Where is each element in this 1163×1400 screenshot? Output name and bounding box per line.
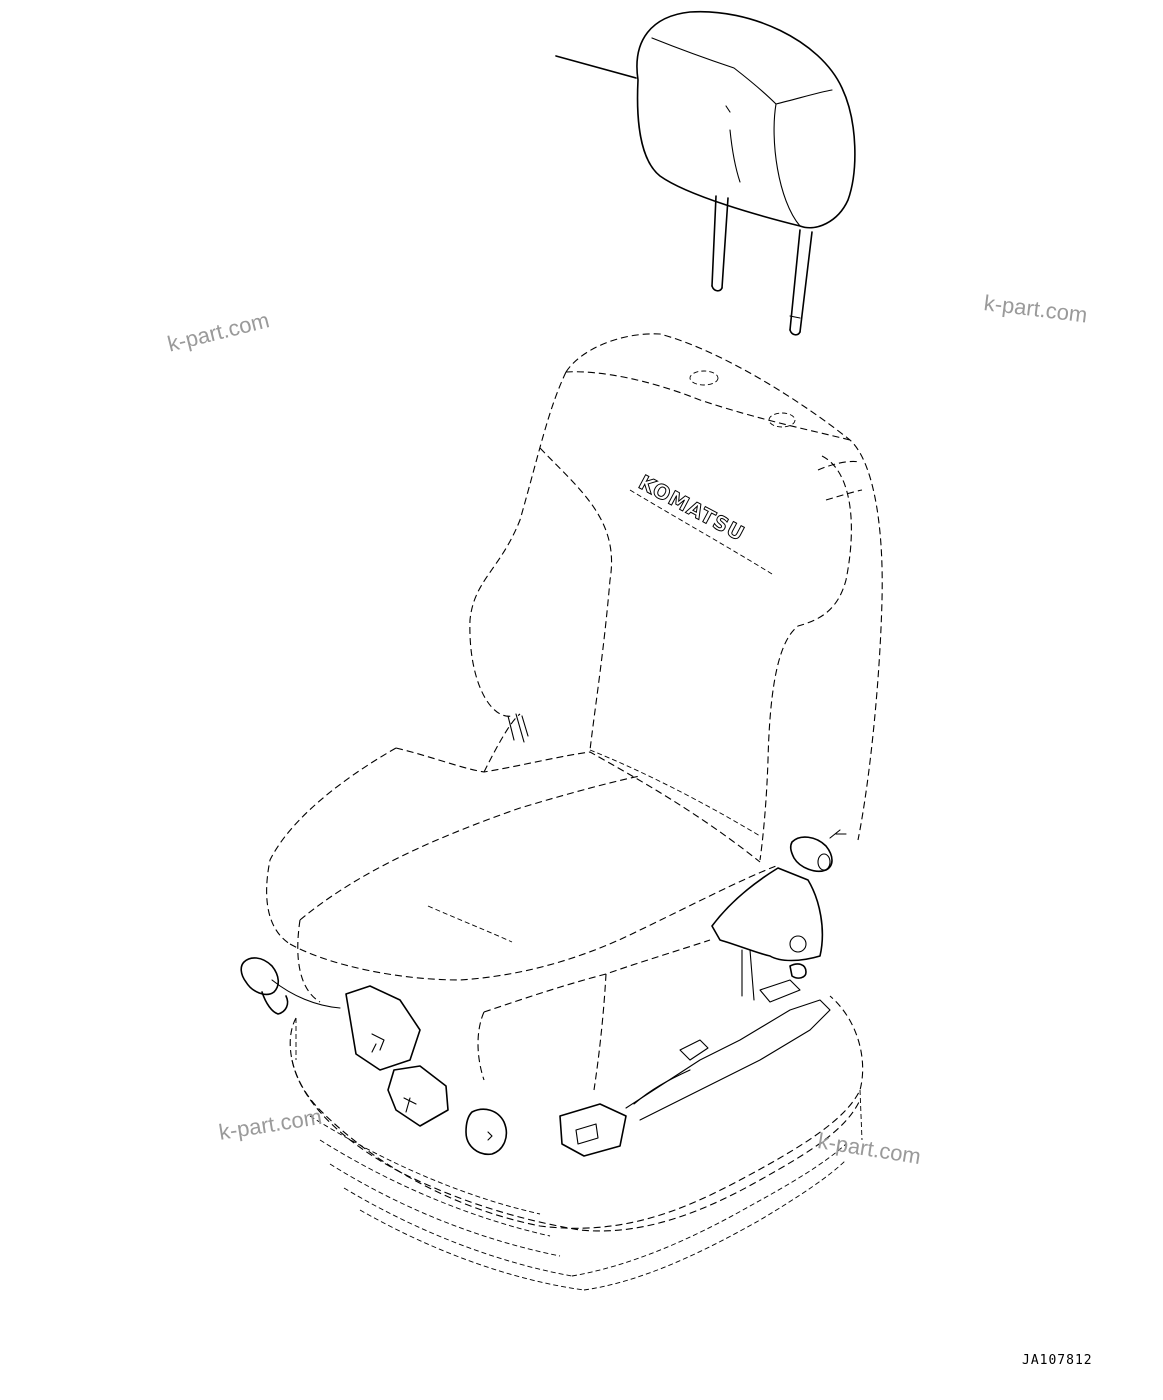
seat-cushion xyxy=(266,713,777,1091)
headrest xyxy=(555,10,856,336)
seat-side-detail xyxy=(507,713,761,837)
adjustment-mechanism xyxy=(240,829,847,1157)
backrest xyxy=(469,333,883,861)
drawing-code: JA107812 xyxy=(1022,1353,1093,1368)
headrest-leader-line xyxy=(555,55,637,79)
suspension-base xyxy=(289,995,864,1291)
